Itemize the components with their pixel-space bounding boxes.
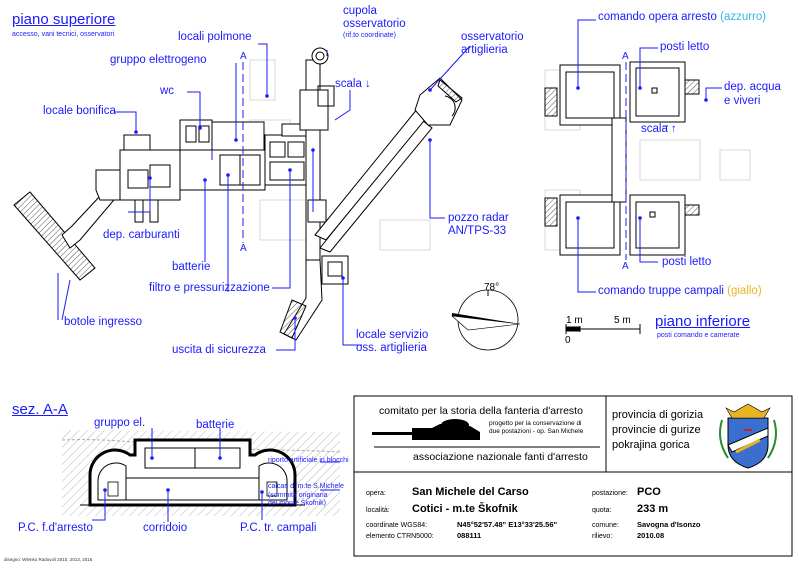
tb-coord-val: N45°52'57.48" E13°33'25.56" bbox=[457, 520, 558, 529]
section-marker-lower-top: A bbox=[622, 51, 629, 62]
label-posti-letto-bottom: posti letto bbox=[662, 256, 712, 268]
label-dep-acqua-1: dep. acqua bbox=[724, 81, 781, 93]
label-calcari-2: (sommità originaria bbox=[268, 492, 328, 499]
tb-quota-key: quota: bbox=[592, 507, 612, 514]
label-filtro: filtro e pressurizzazione bbox=[149, 282, 270, 294]
section-marker-upper-top: A bbox=[240, 51, 247, 62]
tb-progetto-2: due postazioni - op. San Michele bbox=[489, 428, 584, 435]
label-corridoio: corridoio bbox=[143, 522, 188, 534]
label-wc: wc bbox=[160, 85, 175, 97]
tb-ctrn-val: 088111 bbox=[457, 531, 482, 540]
label-calcari-3: del monte Škofnik) bbox=[268, 500, 326, 507]
leader-lines bbox=[57, 19, 722, 351]
label-cupola-1: cupola bbox=[343, 5, 377, 17]
tb-postazione-val: PCO bbox=[637, 486, 661, 498]
botole-ingresso bbox=[13, 191, 96, 281]
label-batterie-section: batterie bbox=[196, 419, 235, 431]
label-calcari-1: calcari di m.te S.Michele bbox=[268, 483, 344, 490]
tb-comitato: comitato per la storia della fanteria d'… bbox=[379, 405, 583, 417]
compass bbox=[451, 289, 521, 351]
tb-localita-key: località: bbox=[366, 507, 390, 514]
label-dep-acqua-2: e viveri bbox=[724, 95, 761, 107]
scale-0: 0 bbox=[565, 335, 571, 346]
tb-rilievo-key: rilievo: bbox=[592, 533, 613, 540]
label-pozzo-2: AN/TPS-33 bbox=[448, 225, 507, 237]
label-pozzo-1: pozzo radar bbox=[448, 212, 509, 224]
section-marker-upper-bottom: A bbox=[240, 243, 247, 254]
section-aa bbox=[61, 428, 341, 522]
tb-postazione-key: postazione: bbox=[592, 490, 628, 497]
scale-1m: 1 m bbox=[566, 315, 583, 326]
label-comando-truppe: comando truppe campali (giallo) bbox=[598, 285, 762, 298]
label-osservatorio-2: artiglieria bbox=[461, 44, 508, 56]
tb-quota-val: 233 m bbox=[637, 503, 669, 515]
tb-opera-key: opera: bbox=[366, 490, 386, 497]
section-title: sez. A-A bbox=[12, 401, 68, 418]
title-block bbox=[353, 395, 793, 557]
tb-progetto-1: progetto per la conservazione di bbox=[489, 420, 582, 427]
lower-floor-subtitle: posti comando e camerate bbox=[657, 332, 740, 339]
label-cupola-3: (rif.to coordinate) bbox=[343, 32, 396, 39]
comando-opera-color-text: (azzurro) bbox=[720, 11, 767, 23]
comando-truppe-color-text: (giallo) bbox=[727, 285, 762, 297]
label-cupola-2: osservatorio bbox=[343, 18, 406, 30]
tb-coord-key: coordinate WGS84: bbox=[366, 522, 428, 529]
label-osservatorio-1: osservatorio bbox=[461, 31, 524, 43]
label-batterie-upper: batterie bbox=[172, 261, 211, 273]
label-locale-servizio-2: oss. artiglieria bbox=[356, 342, 427, 354]
upper-floor-subtitle: accesso, vani tecnici, osservatori bbox=[12, 31, 115, 38]
tb-provincia-1: provincia di gorizia bbox=[612, 409, 704, 421]
section-marker-lower-bottom: A bbox=[622, 261, 629, 272]
label-gruppo-elettrogeno: gruppo elettrogeno bbox=[110, 54, 207, 66]
label-locale-servizio-1: locale servizio bbox=[356, 329, 429, 341]
label-posti-letto-top: posti letto bbox=[660, 41, 710, 53]
label-pc-arresto: P.C. f.d'arresto bbox=[18, 522, 93, 534]
label-scala-lower: scala ↑ bbox=[641, 123, 677, 135]
scale-bar bbox=[565, 324, 641, 334]
tb-ctrn-key: elemento CTRN5000: bbox=[366, 533, 434, 540]
tb-rilievo-val: 2010.08 bbox=[637, 531, 665, 540]
tb-opera-val: San Michele del Carso bbox=[412, 486, 529, 498]
label-uscita: uscita di sicurezza bbox=[172, 344, 266, 356]
lower-floor-title: piano inferiore bbox=[655, 313, 751, 330]
coat-of-arms-icon bbox=[719, 403, 777, 469]
label-pc-campali: P.C. tr. campali bbox=[240, 522, 317, 534]
label-gruppo-el: gruppo el. bbox=[94, 417, 146, 429]
drawing-credit: disegno: Wlenko Radovoli 2010, 2013, 201… bbox=[4, 557, 93, 562]
tb-comune-key: comune: bbox=[592, 522, 619, 529]
tb-localita-val: Cotici - m.te Škofnik bbox=[412, 503, 518, 515]
label-scala-upper: scala ↓ bbox=[335, 78, 371, 90]
label-botole: botole ingresso bbox=[64, 316, 142, 328]
compass-angle: 78° bbox=[484, 282, 500, 293]
label-locali-polmone: locali polmone bbox=[178, 31, 252, 43]
label-riporto: riporto artificiale in blocchi bbox=[268, 457, 349, 464]
tb-associazione: associazione nazionale fanti d'arresto bbox=[413, 451, 588, 463]
upper-floor-title: piano superiore bbox=[12, 11, 116, 28]
upper-floor-plan bbox=[13, 47, 463, 341]
anchor-dots bbox=[134, 86, 708, 320]
scale-5m: 5 m bbox=[614, 315, 631, 326]
tb-provincia-2: provincie di gurize bbox=[612, 424, 701, 436]
comando-opera-text: comando opera arresto bbox=[598, 11, 717, 23]
tb-provincia-3: pokrajina gorica bbox=[612, 439, 690, 451]
lower-floor-plan bbox=[544, 61, 751, 260]
label-comando-opera: comando opera arresto (azzurro) bbox=[598, 11, 767, 24]
comando-truppe-text: comando truppe campali bbox=[598, 285, 724, 297]
label-locale-bonifica: locale bonifica bbox=[43, 105, 116, 117]
tb-comune-val: Savogna d'Isonzo bbox=[637, 520, 701, 529]
label-dep-carburanti: dep. carburanti bbox=[103, 229, 180, 241]
